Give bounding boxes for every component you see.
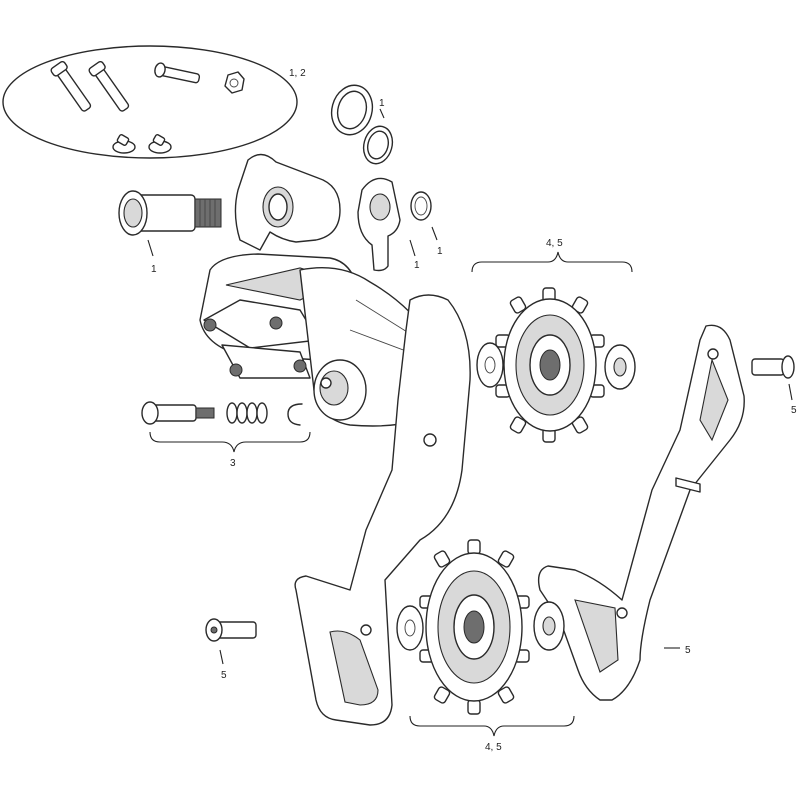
spring-icon <box>226 402 268 424</box>
washer-ring-label: 1 <box>379 98 385 109</box>
small-screw-icon <box>148 134 172 154</box>
bolt-icon <box>88 60 130 112</box>
pin-icon <box>154 62 201 84</box>
nut-icon <box>224 71 245 94</box>
hanger-small-a-label: 1 <box>414 260 420 271</box>
hardware-kit-group: 1, 2 <box>2 45 306 159</box>
hanger-small-parts-group: 1 1 <box>357 177 443 272</box>
bolt-icon <box>50 60 92 112</box>
limit-screw-kit-group: 3 <box>141 401 311 469</box>
derailleur-body <box>199 153 449 427</box>
cage-pin-group: 5 <box>751 355 797 416</box>
upper-pulley-label: 4, 5 <box>546 238 563 249</box>
hanger-bolt-label: 1 <box>151 264 157 275</box>
hanger-bolt-group: 1 <box>118 190 222 275</box>
inner-cage-plate <box>294 294 471 726</box>
cage-pin-label: 5 <box>791 405 797 416</box>
small-screw-icon <box>112 134 136 154</box>
limit-screw-kit-label: 3 <box>230 458 236 469</box>
lower-bolt-label: 5 <box>221 670 227 681</box>
pulley-wheel-icon <box>419 539 530 715</box>
pulley-wheel-icon <box>495 287 605 443</box>
lower-pulley-label: 4, 5 <box>485 742 502 753</box>
outer-cage-label: 5 <box>685 645 691 656</box>
outer-cage-plate: 5 <box>537 324 745 701</box>
hardware-kit-label: 1, 2 <box>289 68 306 79</box>
lower-bolt-group: 5 <box>205 618 257 681</box>
lower-pulley-group: 4, 5 <box>396 539 575 753</box>
washer-rings-group: 1 <box>330 84 394 165</box>
hanger-small-b-label: 1 <box>437 246 443 257</box>
upper-pulley-group: 4, 5 <box>471 238 636 443</box>
